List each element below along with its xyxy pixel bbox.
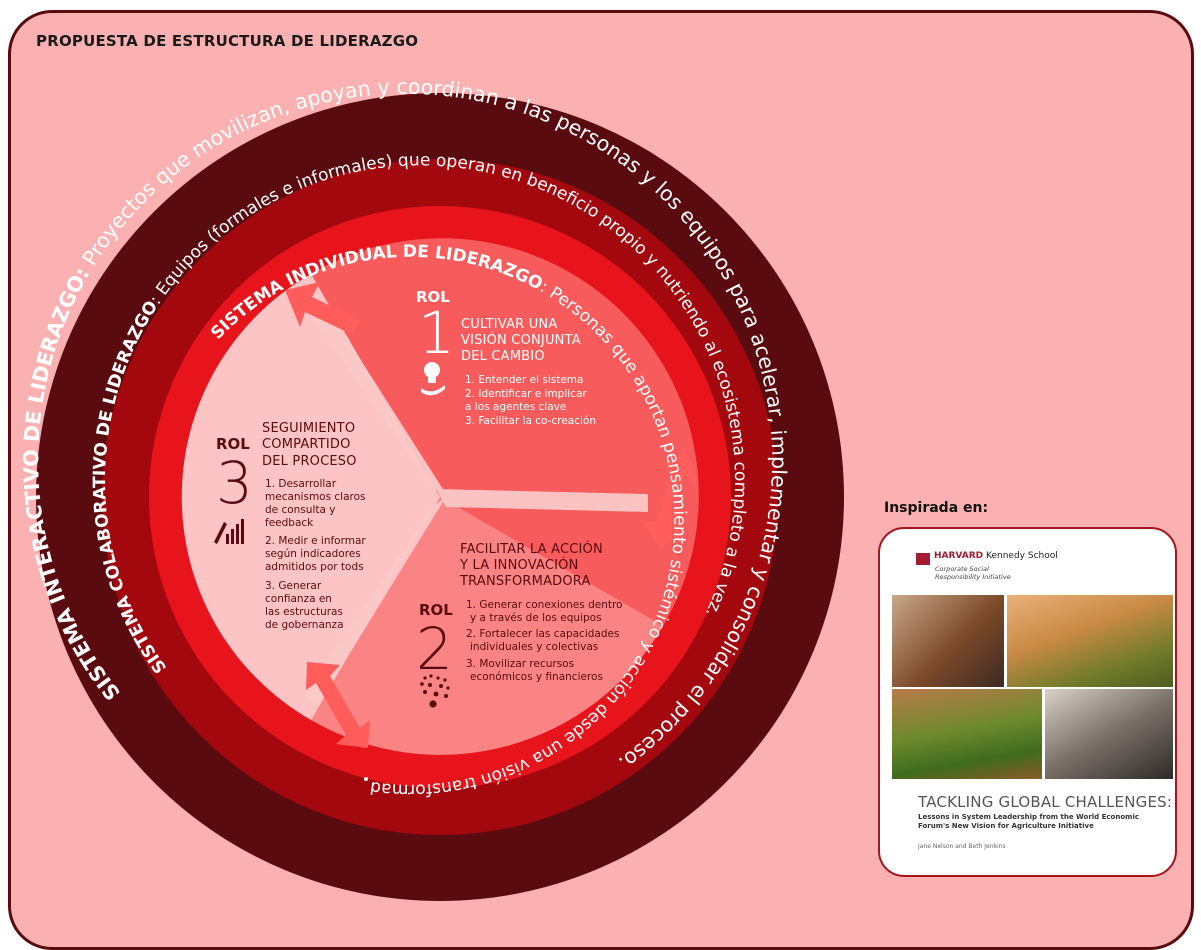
- growth-bars-icon: [214, 519, 244, 544]
- role-3-item-6: según indicadores: [265, 548, 361, 560]
- role-2-block: ROL 2 FACILITAR LA ACCIÓN Y LA INNOVACIÓ…: [416, 541, 623, 708]
- role-3-word: ROL: [216, 435, 250, 453]
- role-2-number: 2: [416, 615, 453, 683]
- role-3-heading-1: SEGUIMIENTO: [262, 421, 355, 436]
- book-cover: HARVARD Kennedy School Corporate Social …: [878, 527, 1177, 877]
- role-2-word: ROL: [419, 601, 453, 619]
- role-3-block: ROL 3 SEGUIMIENTO COMPARTIDO DEL PROCESO…: [214, 421, 366, 631]
- sector-role-1: [311, 238, 699, 626]
- role-3-item-7: admitidos por tods: [265, 561, 364, 573]
- inspiration-label: Inspirada en:: [884, 500, 989, 516]
- role-2-item-3: 2. Fortalecer las capacidades: [466, 628, 619, 640]
- role-1-item-3: a los agentes clave: [465, 401, 566, 413]
- role-1-heading-3: DEL CAMBIO: [461, 349, 545, 364]
- role-1-item-4: 3. Facilitar la co-creación: [465, 415, 596, 427]
- role-3-heading-2: COMPARTIDO: [262, 437, 351, 452]
- role-1-item-2: 2. Identificar e implicar: [465, 388, 587, 400]
- role-2-heading-3: TRANSFORMADORA: [459, 574, 591, 589]
- role-3-item-10: las estructuras: [265, 606, 343, 618]
- lightbulb-hand-icon: [421, 362, 445, 396]
- separator-arms: [302, 293, 648, 705]
- arrow-right: [642, 452, 699, 548]
- arrow-bottom-left: [306, 662, 370, 748]
- role-3-item-11: de gobernanza: [265, 619, 344, 631]
- role-2-item-4: individuales y colectivas: [470, 641, 598, 653]
- book-authors: Jane Nelson and Beth Jenkins: [918, 843, 1006, 850]
- role-3-item-9: confianza en: [265, 593, 332, 605]
- role-3-number: 3: [216, 449, 253, 517]
- cover-photo-farmer: [1007, 595, 1173, 687]
- page-title: PROPUESTA DE ESTRUCTURA DE LIDERAZGO: [36, 32, 419, 50]
- role-3-item-2: mecanismos claros: [265, 491, 366, 503]
- cover-photo-market: [892, 689, 1042, 779]
- role-3-heading-3: DEL PROCESO: [262, 454, 357, 469]
- role-3-item-3: de consulta y: [265, 504, 335, 516]
- role-1-block: ROL 1 CULTIVAR UNA VISIÓN CONJUNTA DEL C…: [416, 288, 596, 427]
- role-2-heading-1: FACILITAR LA ACCIÓN: [460, 541, 603, 557]
- role-1-item-1: 1. Entender el sistema: [465, 374, 583, 386]
- cover-photo-meeting: [1045, 689, 1173, 779]
- role-2-item-6: económicos y financieros: [470, 671, 603, 683]
- role-2-item-2: y a través de los equipos: [470, 612, 602, 624]
- inner-ring-dot: [364, 777, 368, 781]
- role-2-item-5: 3. Movilizar recursos: [466, 658, 574, 670]
- scatter-dots-icon: [420, 674, 450, 708]
- role-1-heading-1: CULTIVAR UNA: [461, 317, 557, 332]
- role-3-item-1: 1. Desarrollar: [265, 478, 337, 490]
- role-3-item-5: 2. Medir e informar: [265, 535, 366, 547]
- role-1-number: 1: [418, 299, 455, 367]
- initiative-name: Corporate Social Responsibility Initiati…: [935, 565, 1011, 581]
- cover-photo-speaker: [892, 595, 1004, 687]
- sector-role-2: [311, 497, 663, 755]
- harvard-shield-icon: [916, 553, 930, 565]
- role-1-word: ROL: [416, 288, 450, 306]
- role-1-heading-2: VISIÓN CONJUNTA: [461, 332, 581, 348]
- book-title: TACKLING GLOBAL CHALLENGES:: [918, 793, 1173, 811]
- publisher-name: HARVARD Kennedy School: [934, 551, 1058, 561]
- arrow-top-left: [285, 282, 360, 335]
- role-3-item-4: feedback: [265, 517, 314, 529]
- role-3-item-8: 3. Generar: [265, 580, 322, 592]
- book-subtitle: Lessons in System Leadership from the Wo…: [918, 813, 1139, 830]
- role-2-item-1: 1. Generar conexiones dentro: [466, 599, 623, 611]
- role-arrows: [285, 282, 699, 748]
- role-2-heading-2: Y LA INNOVACIÓN: [459, 557, 579, 573]
